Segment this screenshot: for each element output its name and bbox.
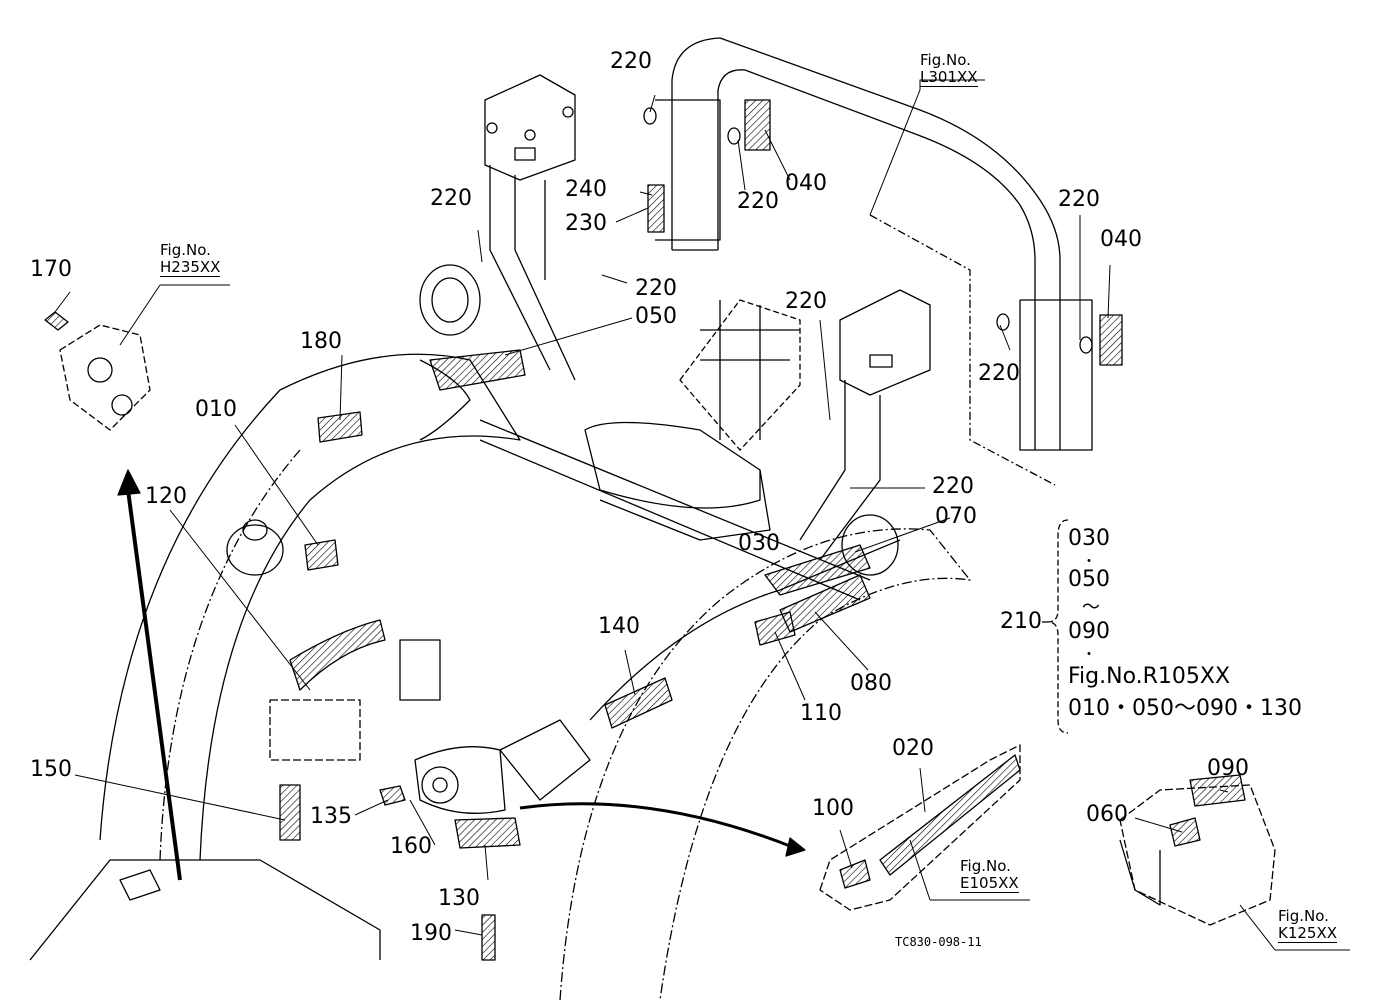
part-label: 220 bbox=[737, 189, 779, 214]
part-label: 240 bbox=[565, 177, 607, 202]
group-line: Fig.No.R105XX bbox=[1068, 664, 1231, 689]
group-line: 050 bbox=[1068, 567, 1110, 592]
step-detail bbox=[819, 744, 1021, 911]
part-label: 030 bbox=[738, 531, 780, 556]
part-label: 060 bbox=[1086, 802, 1128, 827]
part-label: 140 bbox=[598, 614, 640, 639]
cover-detail bbox=[1119, 774, 1276, 926]
part-label: 110 bbox=[800, 701, 842, 726]
group-line: ・ bbox=[1082, 647, 1096, 663]
part-label: 010 bbox=[195, 397, 237, 422]
part-label: 040 bbox=[1100, 227, 1142, 252]
part-label: 120 bbox=[145, 484, 187, 509]
arrows bbox=[117, 469, 806, 881]
right-fender bbox=[559, 514, 971, 1001]
part-label: 220 bbox=[635, 276, 677, 301]
leader-lines bbox=[54, 79, 1350, 951]
part-label: 220 bbox=[785, 289, 827, 314]
group-line: ～ bbox=[1082, 597, 1100, 618]
part-label: 050 bbox=[635, 304, 677, 329]
group-line: 010・050～090・130 bbox=[1068, 696, 1302, 721]
part-label: 220 bbox=[932, 474, 974, 499]
part-label: 190 bbox=[410, 921, 452, 946]
part-label: 040 bbox=[785, 171, 827, 196]
rops-frame bbox=[643, 37, 1123, 486]
part-label: 135 bbox=[310, 804, 352, 829]
part-label: 130 bbox=[438, 886, 480, 911]
fig-ref-l301: Fig.No. L301XX bbox=[920, 51, 978, 87]
seat bbox=[584, 299, 801, 541]
part-label: 090 bbox=[1207, 756, 1249, 781]
floor-plate bbox=[29, 784, 496, 961]
left-fender bbox=[99, 264, 526, 861]
fig-ref-e105: Fig.No. E105XX bbox=[960, 857, 1019, 893]
part-label: 230 bbox=[565, 211, 607, 236]
fig-ref-h235: Fig.No. H235XX bbox=[160, 241, 221, 277]
part-label: 080 bbox=[850, 671, 892, 696]
part-label: 220 bbox=[430, 186, 472, 211]
group-line: ・ bbox=[1082, 554, 1096, 570]
part-label: 170 bbox=[30, 257, 72, 282]
group-line: 090 bbox=[1068, 619, 1110, 644]
center-frame bbox=[269, 419, 871, 849]
valve-detail bbox=[44, 311, 151, 431]
group-number: 210 bbox=[1000, 609, 1042, 634]
part-label: 160 bbox=[390, 834, 432, 859]
part-label: 020 bbox=[892, 736, 934, 761]
part-label: 220 bbox=[978, 361, 1020, 386]
part-label: 180 bbox=[300, 329, 342, 354]
fig-ref-k125: Fig.No. K125XX bbox=[1278, 907, 1338, 943]
part-label: 220 bbox=[610, 49, 652, 74]
group-line: 030 bbox=[1068, 526, 1110, 551]
part-label: 100 bbox=[812, 796, 854, 821]
part-label: 070 bbox=[935, 504, 977, 529]
left-post bbox=[484, 74, 576, 381]
drawing-code: TC830-098-11 bbox=[895, 935, 982, 949]
part-label: 150 bbox=[30, 757, 72, 782]
group-bracket bbox=[1042, 519, 1069, 734]
right-post bbox=[799, 289, 931, 561]
part-label: 220 bbox=[1058, 187, 1100, 212]
